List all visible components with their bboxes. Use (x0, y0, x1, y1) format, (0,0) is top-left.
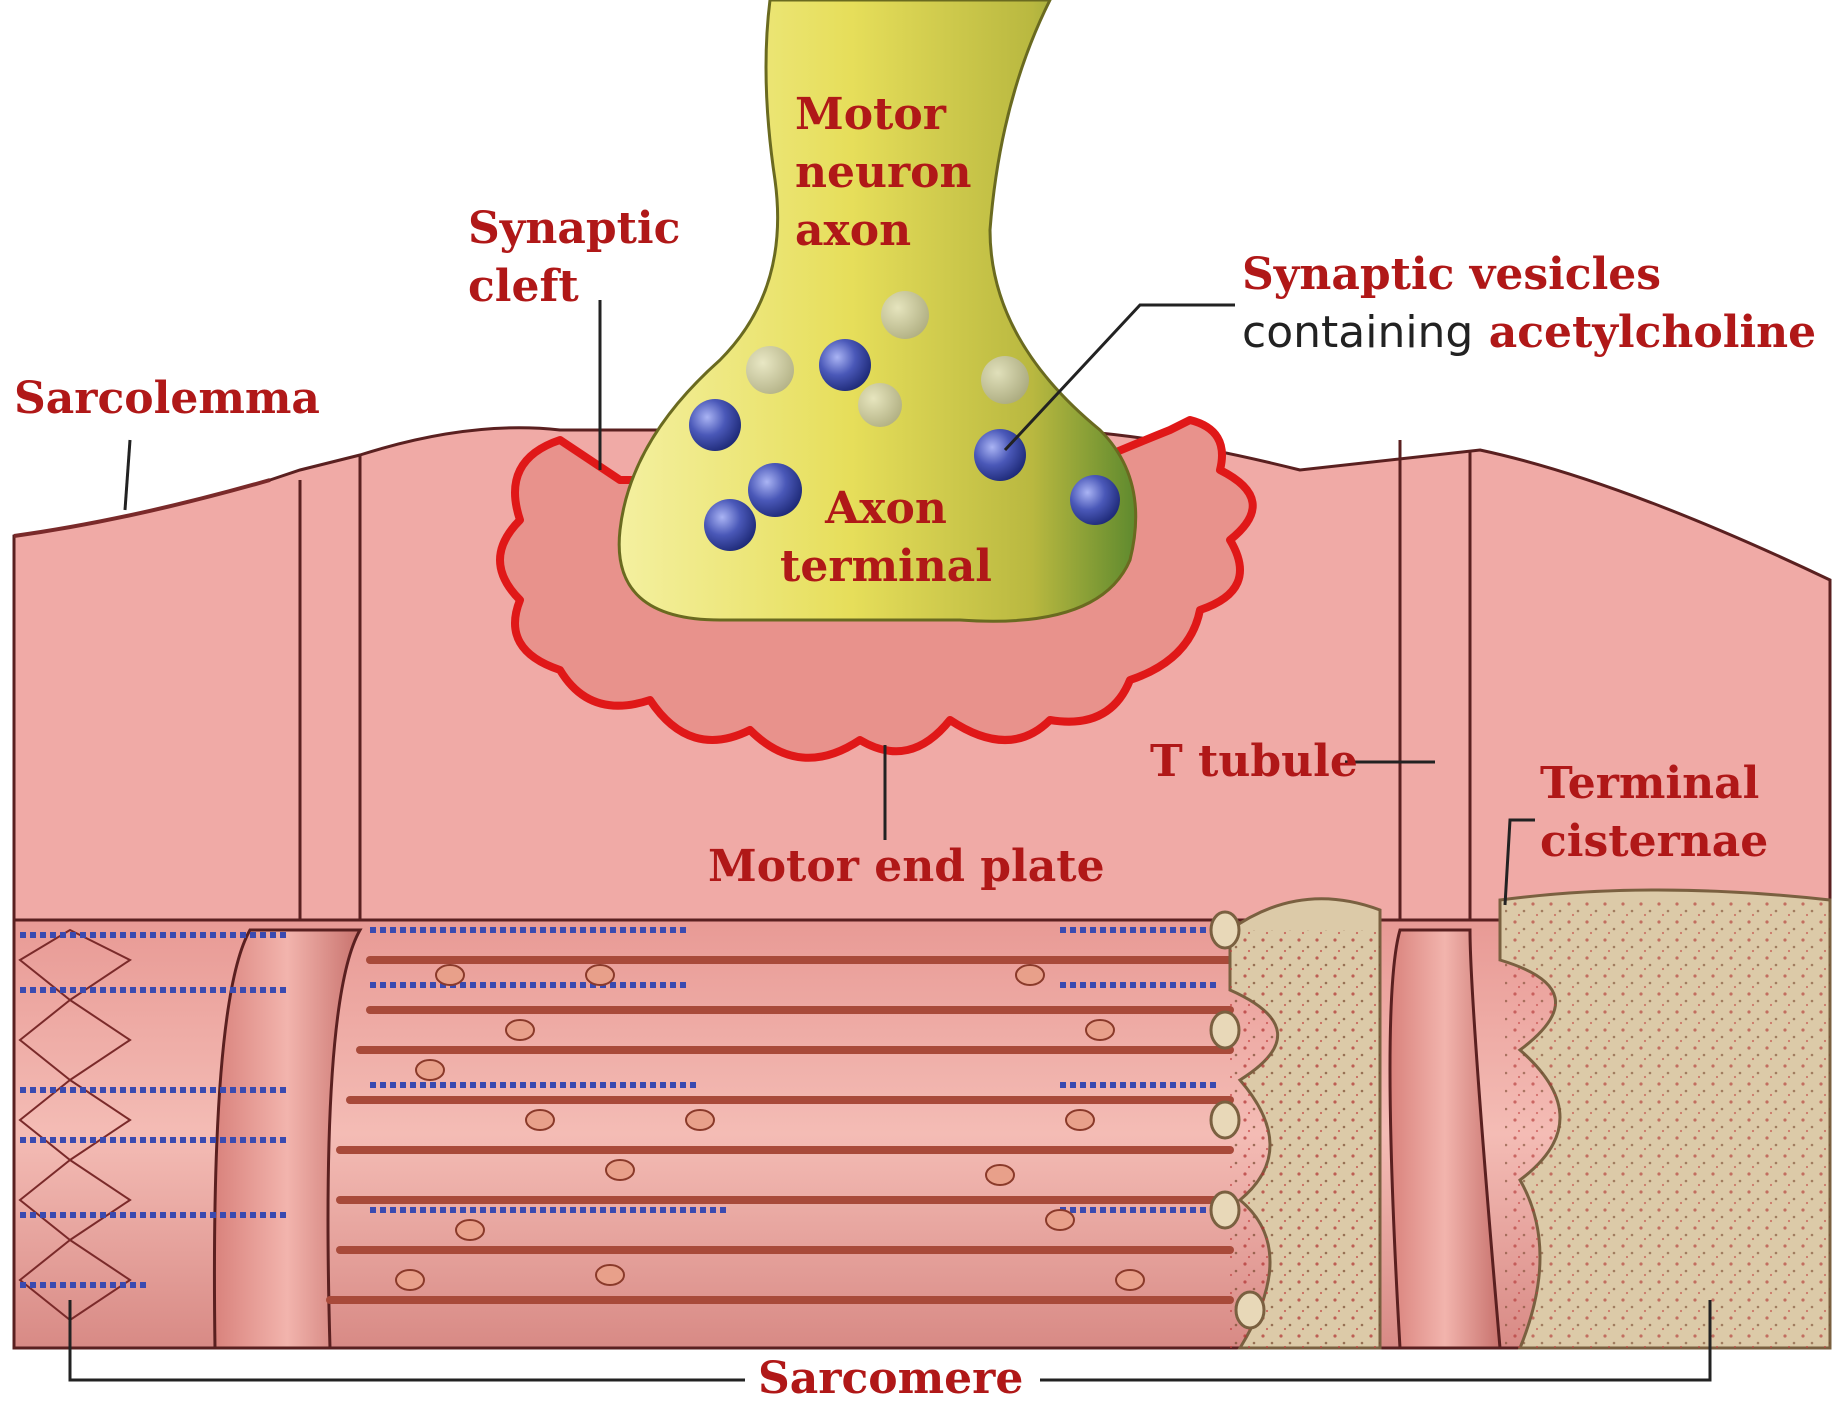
leader-sarcolemma (125, 440, 130, 510)
label-line: cleft (468, 258, 680, 316)
label-axon-terminal: Axon terminal (780, 480, 992, 596)
label-line: Synaptic (468, 200, 680, 258)
label-terminal-cisternae: Terminal cisternae (1540, 755, 1768, 871)
label-line: cisternae (1540, 813, 1768, 871)
label-line: Synaptic vesicles (1242, 246, 1816, 304)
label-line: axon (795, 202, 972, 260)
label-synaptic-vesicles: Synaptic vesicles containing acetylcholi… (1242, 246, 1816, 362)
label-line: containing acetylcholine (1242, 304, 1816, 362)
label-acetylcholine: acetylcholine (1489, 307, 1816, 358)
label-t-tubule: T tubule (1150, 733, 1358, 791)
label-sarcolemma: Sarcolemma (14, 370, 320, 428)
label-motor-end-plate: Motor end plate (708, 838, 1105, 896)
label-line: terminal (780, 538, 992, 596)
label-containing: containing (1242, 307, 1473, 358)
label-line: neuron (795, 144, 972, 202)
label-sarcomere: Sarcomere (758, 1350, 1023, 1408)
label-line: Motor (795, 86, 972, 144)
label-motor-neuron-axon: Motor neuron axon (795, 86, 972, 260)
label-line: Axon (780, 480, 992, 538)
label-synaptic-cleft: Synaptic cleft (468, 200, 680, 316)
sarcoplasmic-reticulum (1211, 890, 1830, 1348)
label-line: Terminal (1540, 755, 1768, 813)
